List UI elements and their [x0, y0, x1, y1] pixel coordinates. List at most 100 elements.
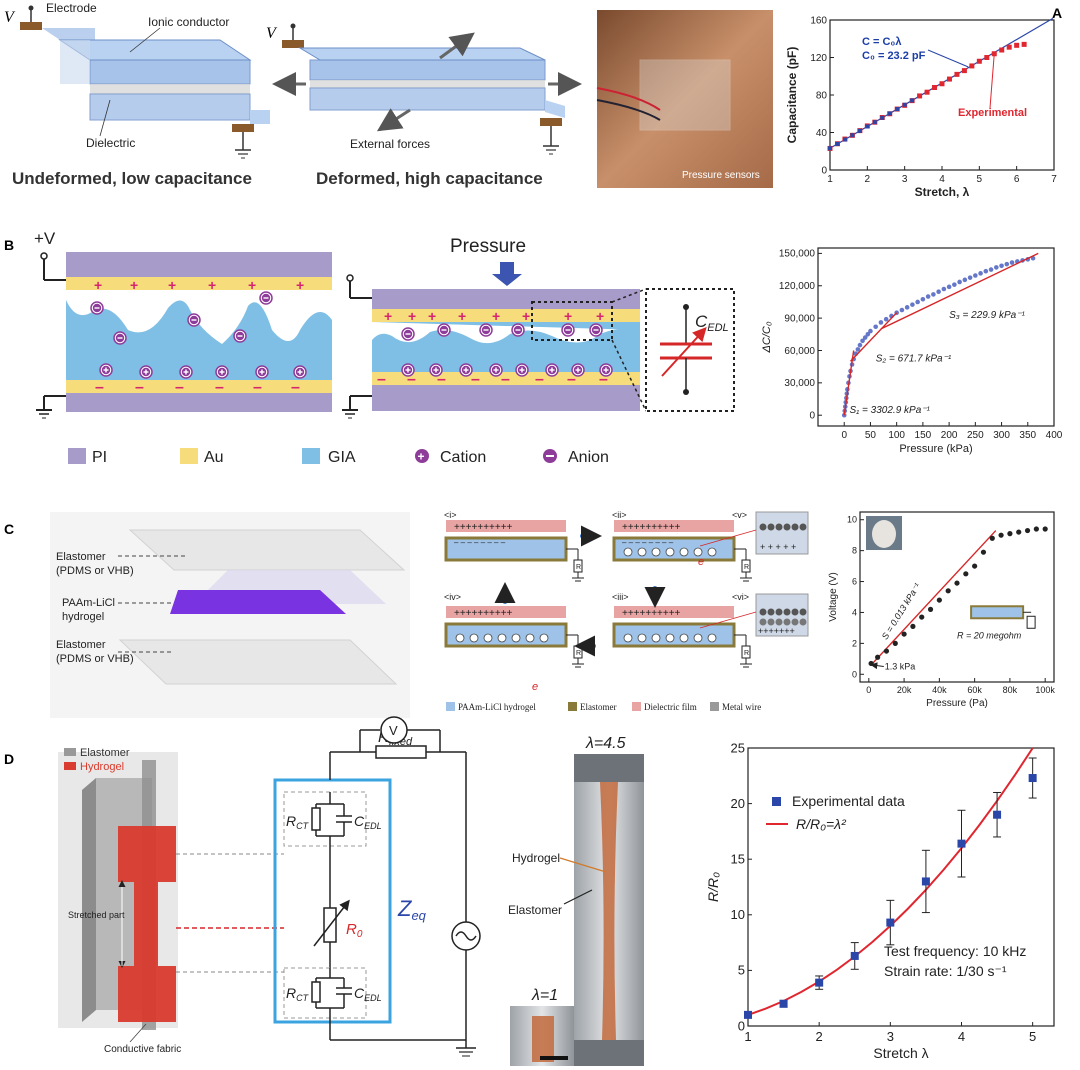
data-point-a — [984, 55, 990, 60]
ion-bar — [605, 367, 607, 373]
data-point-a — [999, 47, 1005, 53]
cedl-label-bottom: CEDL — [354, 985, 382, 1003]
hydrogel-layer — [170, 590, 346, 614]
ion-icon — [455, 633, 465, 643]
data-point-b — [994, 265, 999, 270]
pressure-sensor-photo: Pressure sensors — [596, 10, 773, 188]
ion-icon — [767, 608, 775, 616]
y-tick-label: 90,000 — [784, 313, 815, 324]
rct-label-bottom: RCT — [286, 985, 310, 1003]
resistor-label: R — [744, 564, 749, 571]
data-point-c — [1024, 527, 1031, 534]
data-point-d — [886, 918, 895, 927]
plus-charge: + — [408, 308, 416, 324]
layer-mid-line2: hydrogel — [62, 611, 104, 623]
data-point-c — [1016, 529, 1022, 535]
lambda-45-label: λ=4.5 — [585, 735, 626, 752]
device-uncompressed: ++++++ –––––– — [36, 252, 332, 419]
legend-c-elastomer: Elastomer — [580, 702, 617, 712]
data-point-b — [983, 268, 989, 274]
x-axis-label: Pressure (Pa) — [926, 698, 988, 709]
ion-icon — [791, 608, 799, 616]
ion-bar — [495, 367, 497, 373]
legend-swatch-pi — [68, 448, 86, 464]
step-v: <v> — [732, 510, 747, 520]
dielectric-label: Dielectric — [86, 136, 135, 150]
plus-charge: + — [428, 308, 436, 324]
data-point-a — [924, 89, 930, 95]
inset-resistor-icon — [1026, 615, 1036, 629]
data-point-b — [878, 320, 884, 325]
pressure-arrow-icon — [492, 262, 522, 286]
ion-icon — [759, 618, 767, 626]
data-point-b — [946, 284, 952, 290]
x-tick-label: 300 — [993, 430, 1010, 441]
data-point-b — [967, 275, 973, 280]
data-point-a — [917, 93, 923, 99]
layer-mid-line1: PAAm-LiCl — [62, 597, 115, 609]
minus-charge: – — [253, 379, 262, 396]
electron-label-1: e — [698, 556, 704, 568]
minus-charge: – — [135, 379, 144, 396]
strain-rate-label: Strain rate: 1/30 s⁻¹ — [884, 963, 1007, 979]
y-tick-label: 4 — [852, 607, 857, 617]
data-point-c — [998, 532, 1004, 538]
data-point-b — [855, 347, 861, 352]
knee-arrow — [870, 662, 884, 670]
x-tick-label: 1 — [744, 1029, 751, 1044]
x-axis-label: Stretch, λ — [915, 185, 970, 199]
fit-line-b-s1 — [843, 350, 855, 416]
ion-bar — [577, 367, 579, 373]
y-tick-label: 10 — [731, 907, 745, 922]
minus-charge: – — [407, 371, 416, 388]
surface-charges: – – – – – – – – — [622, 538, 674, 547]
minus-charge: – — [215, 379, 224, 396]
plus-charge: + — [384, 308, 392, 324]
electrode-top — [20, 22, 42, 30]
plus-charge: + — [492, 308, 500, 324]
data-point-b — [920, 296, 926, 302]
fit-line-b-s3 — [880, 252, 1039, 330]
pressure-sensors-label: Pressure sensors — [682, 170, 760, 181]
slope-s1-label: S₁ = 3302.9 kPa⁻¹ — [849, 405, 930, 416]
data-point-c — [1042, 526, 1048, 532]
fit-marker-a — [895, 107, 900, 112]
fit-marker-a — [850, 133, 855, 138]
data-point-c — [901, 631, 907, 637]
ion-icon — [483, 633, 493, 643]
ion-icon — [799, 618, 807, 626]
pressure-label: Pressure — [450, 236, 526, 257]
fit-marker-a — [887, 111, 892, 116]
au-top-layer — [66, 277, 332, 290]
ion-bar — [551, 367, 553, 373]
data-point-d — [921, 877, 930, 886]
minus-charge: – — [599, 371, 608, 388]
ion-icon — [497, 633, 507, 643]
hydrogel-cell — [612, 622, 736, 648]
plus-charge: + — [208, 277, 216, 293]
ion-icon — [707, 547, 717, 557]
data-point-c — [989, 535, 995, 541]
data-point-b — [883, 316, 889, 322]
layer-top-line2: (PDMS or VHB) — [56, 565, 134, 577]
ion-bar — [593, 329, 599, 331]
data-point-b — [899, 307, 905, 313]
ion-icon — [623, 633, 633, 643]
ion-icon — [637, 547, 647, 557]
pi-top-layer — [66, 252, 332, 277]
minus-charge: – — [291, 379, 300, 396]
legend-cation: Cation — [440, 449, 486, 466]
fit-marker-a — [842, 137, 847, 142]
x-tick-label: 350 — [1019, 430, 1036, 441]
ion-bar — [94, 307, 100, 309]
plot-frame — [747, 747, 1055, 1027]
data-point-b — [931, 292, 936, 297]
x-tick-label: 2 — [865, 174, 871, 185]
test-frequency-label: Test frequency: 10 kHz — [884, 943, 1026, 959]
x-tick-label: 1 — [827, 174, 833, 185]
hand-glove — [872, 520, 896, 548]
zoom-box-small — [531, 301, 613, 341]
legend-d-elastomer: Elastomer — [80, 747, 130, 759]
r0-label: R0 — [346, 921, 363, 940]
